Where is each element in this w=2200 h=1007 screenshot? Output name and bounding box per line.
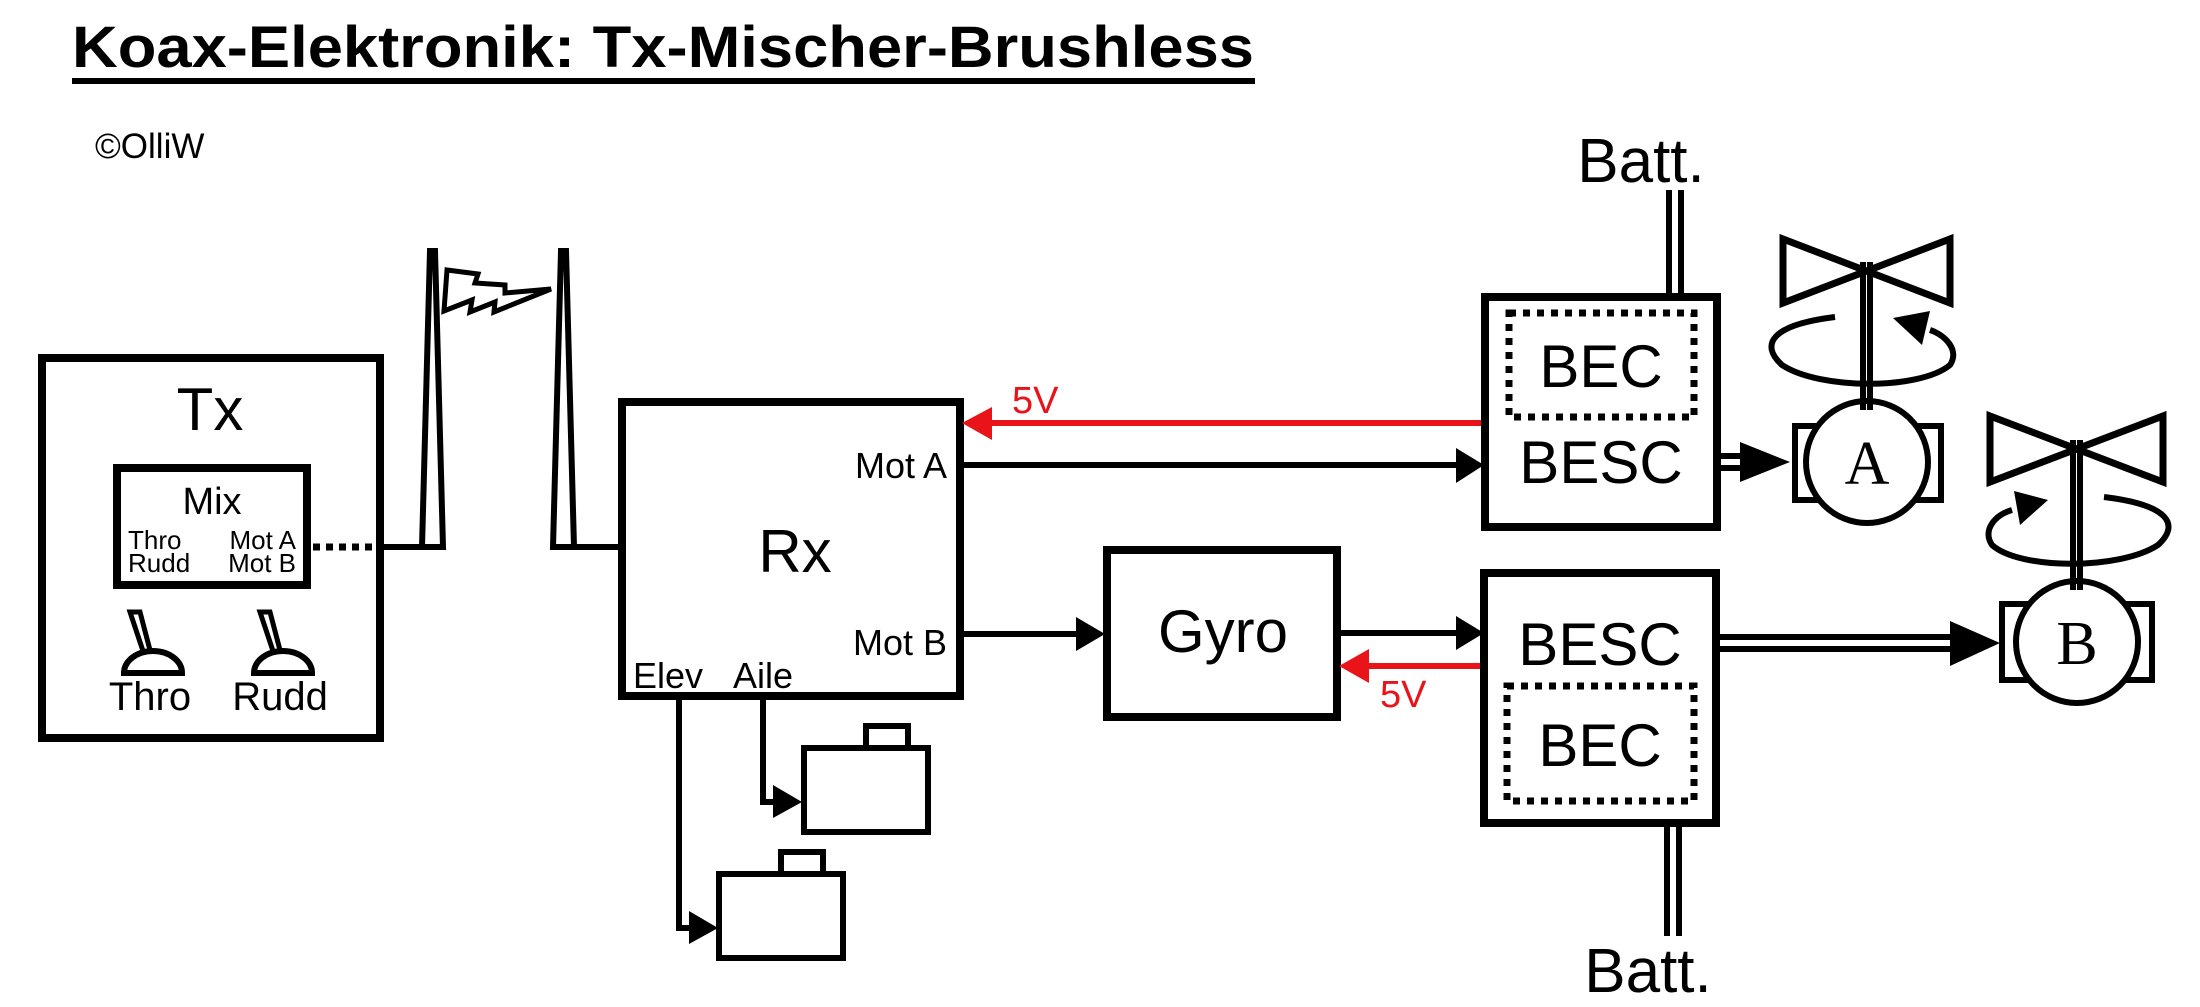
- battery-label-b: Batt.: [1584, 937, 1712, 1006]
- page-title: Koax-Elektronik: Tx-Mischer-Brushless: [72, 15, 1254, 80]
- antenna-icon: [549, 248, 622, 550]
- arrow-icon: [689, 911, 718, 944]
- arrow-icon: [1740, 442, 1790, 482]
- esc-a: Batt. BEC BESC: [1481, 127, 1790, 531]
- mixer-output-mot-a: Mot A: [230, 525, 297, 555]
- rx-channel-aile: Aile: [733, 655, 793, 696]
- rx-channel-mot-b: Mot B: [853, 622, 947, 663]
- stick-label-thro: Thro: [109, 675, 191, 719]
- servo-icon: [778, 849, 826, 877]
- battery-label-a: Batt.: [1577, 127, 1705, 196]
- rotation-icon-a: [1768, 314, 1957, 387]
- besc-box-b: [1480, 569, 1720, 827]
- receiver: Rx Mot A Mot B Elev Aile: [618, 398, 964, 700]
- stick-label-rudd: Rudd: [232, 675, 328, 719]
- copyright: ©OlliW: [95, 127, 204, 166]
- motor-b: B: [1985, 410, 2172, 706]
- mixer-input-thro: Thro: [128, 525, 181, 555]
- arrow-icon: [1456, 448, 1484, 483]
- arrow-icon: [1950, 621, 2000, 666]
- gyro-label: Gyro: [1158, 598, 1288, 665]
- motor-label-a: A: [1845, 430, 1890, 498]
- antenna-icon: [380, 248, 447, 550]
- rx-channel-mot-a: Mot A: [855, 445, 947, 486]
- rx-channel-elev: Elev: [633, 655, 703, 696]
- servo-icon: [863, 723, 911, 751]
- motor-label-b: B: [2056, 610, 2097, 678]
- propeller-icon: [1779, 233, 1954, 309]
- tx-label: Tx: [177, 376, 244, 443]
- mixer-output-mot-b: Mot B: [228, 548, 296, 578]
- bec-label-b: BEC: [1538, 712, 1661, 779]
- bec-box-b: [1503, 682, 1698, 805]
- joystick-icon: [120, 609, 186, 676]
- servo-elev: [676, 697, 846, 961]
- transmitter: Tx Mix Thro Rudd Mot A Mot B Thro Rudd: [38, 354, 384, 742]
- arrow-icon: [1076, 617, 1105, 651]
- arrow-5v-lower: [1339, 649, 1369, 683]
- esc-b: BESC BEC Batt.: [1480, 569, 2000, 1006]
- arrow-5v-upper: [962, 407, 992, 440]
- besc-label-a: BESC: [1519, 429, 1682, 496]
- bec-label-a: BEC: [1539, 333, 1662, 400]
- arrow-icon: [773, 785, 802, 818]
- mixer-input-rudd: Rudd: [128, 548, 190, 578]
- arrow-icon: [1456, 616, 1484, 650]
- power-label-5v-lower: 5V: [1380, 674, 1427, 716]
- title-underline: [72, 78, 1255, 84]
- besc-label-b: BESC: [1518, 611, 1681, 678]
- rx-box: [618, 398, 964, 700]
- mixer-label: Mix: [182, 481, 241, 523]
- propeller-icon: [1986, 410, 2167, 488]
- motor-a: A: [1768, 233, 1957, 526]
- mixer-box: [113, 464, 311, 589]
- rotation-icon-b: [1985, 494, 2172, 567]
- besc-box-a: [1481, 293, 1721, 531]
- servo-aile: [760, 697, 931, 835]
- bec-box-a: [1505, 309, 1698, 421]
- joystick-icon: [250, 609, 316, 676]
- power-label-5v-upper: 5V: [1012, 380, 1059, 422]
- rx-label: Rx: [758, 518, 831, 585]
- radio-link-icon: [441, 267, 552, 316]
